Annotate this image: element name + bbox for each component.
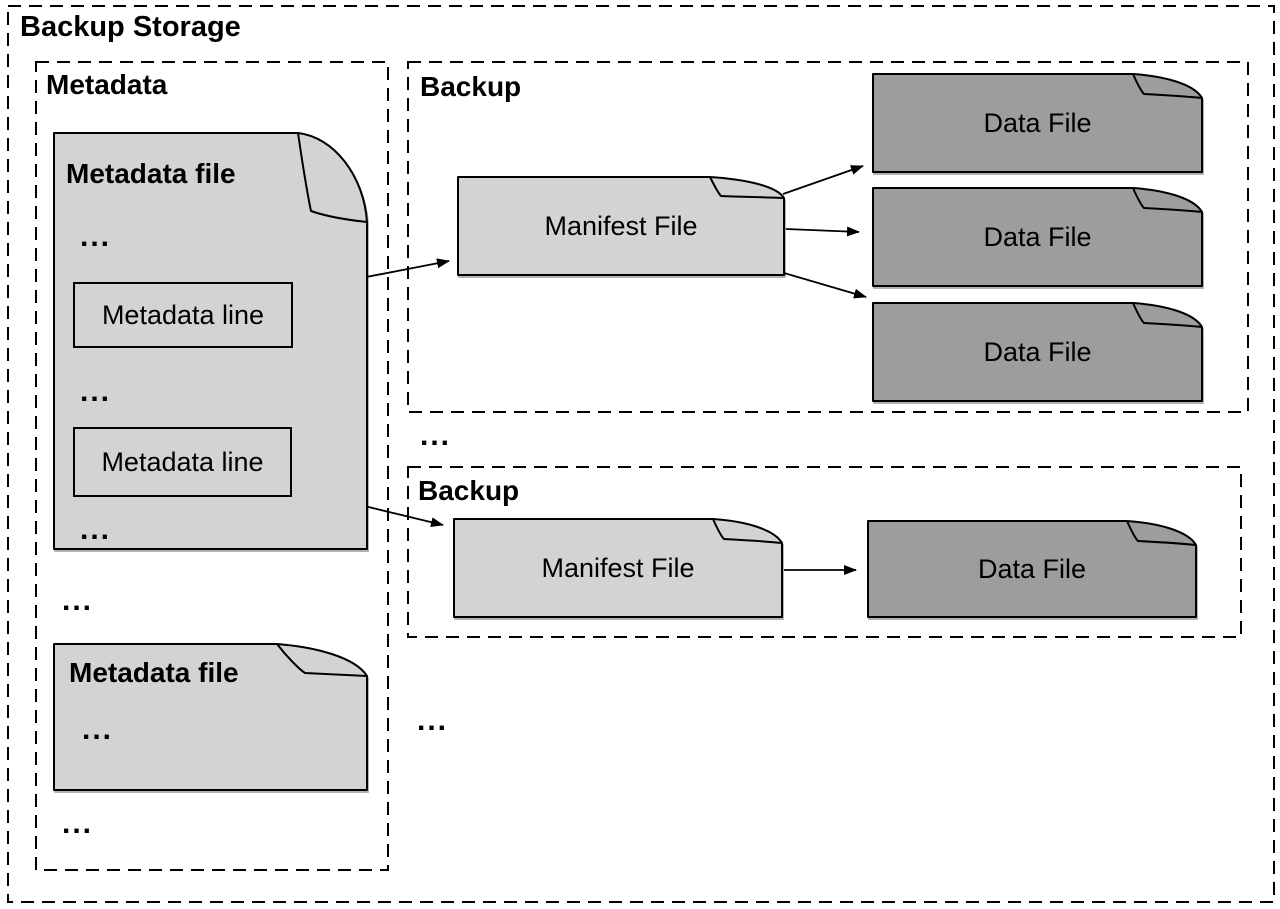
document-shape [872,302,1203,402]
metadata-file-2-title: Metadata file [69,657,239,688]
ellipsis-file1-bottom: ... [80,513,112,546]
document-outline [872,302,1203,402]
document-outline [457,176,785,276]
manifest-file-2-label: Manifest File [541,552,695,583]
metadata-line-1-label: Metadata line [101,299,265,330]
metadata-file-2-document: Metadata file [53,643,368,791]
document-shape [453,518,783,618]
manifest-file-2-document: Manifest File [453,518,783,618]
diagram-title: Backup Storage [20,11,241,43]
ellipsis-metadata-bottom: ... [62,807,94,840]
document-outline [872,73,1203,173]
folded-corner [1132,302,1203,328]
folded-corner [712,518,783,544]
data-file-2-document: Data File [872,187,1203,287]
document-shape [872,73,1203,173]
arrow-manifest-1-to-data-file-3 [783,272,867,299]
data-file-3-label: Data File [983,336,1092,367]
ellipsis-file1-top: ... [80,220,112,253]
folded-corner [1132,73,1203,99]
ellipsis-more-backups: ... [417,704,449,737]
metadata-line-1: Metadata line [73,282,293,348]
document-shape [53,132,368,550]
metadata-section-label: Metadata [46,69,168,100]
document-outline [453,518,783,618]
metadata-file-1-document: Metadata file [53,132,368,550]
data-file-2-label: Data File [983,221,1092,252]
folded-corner [297,132,368,223]
document-shape [872,187,1203,287]
metadata-file-1-title: Metadata file [66,158,236,189]
arrow-manifest-1-to-data-file-1 [782,165,864,195]
folded-corner [709,176,785,199]
backup-2-label: Backup [418,475,520,506]
metadata-line-2: Metadata line [73,427,292,497]
folded-corner [1126,520,1197,546]
folded-corner [276,643,368,677]
ellipsis-between-backups: ... [420,419,452,452]
document-shape [53,643,368,791]
data-file-4-document: Data File [867,520,1197,618]
ellipsis-between-metadata-files: ... [62,584,94,617]
manifest-file-1-document: Manifest File [457,176,785,276]
document-outline [867,520,1197,618]
ellipsis-file1-middle: ... [80,375,112,408]
metadata-line-2-label: Metadata line [101,446,264,477]
document-outline [872,187,1203,287]
arrow-manifest-1-to-data-file-2 [785,226,860,237]
folded-corner [1132,187,1203,213]
data-file-3-document: Data File [872,302,1203,402]
document-shape [867,520,1197,618]
ellipsis-file2-content: ... [82,713,114,746]
data-file-1-document: Data File [872,73,1203,173]
document-shape [457,176,785,276]
manifest-file-1-label: Manifest File [544,210,698,241]
backup-1-label: Backup [420,71,522,102]
data-file-4-label: Data File [977,553,1087,584]
data-file-1-label: Data File [983,107,1092,138]
document-outline [53,643,368,791]
